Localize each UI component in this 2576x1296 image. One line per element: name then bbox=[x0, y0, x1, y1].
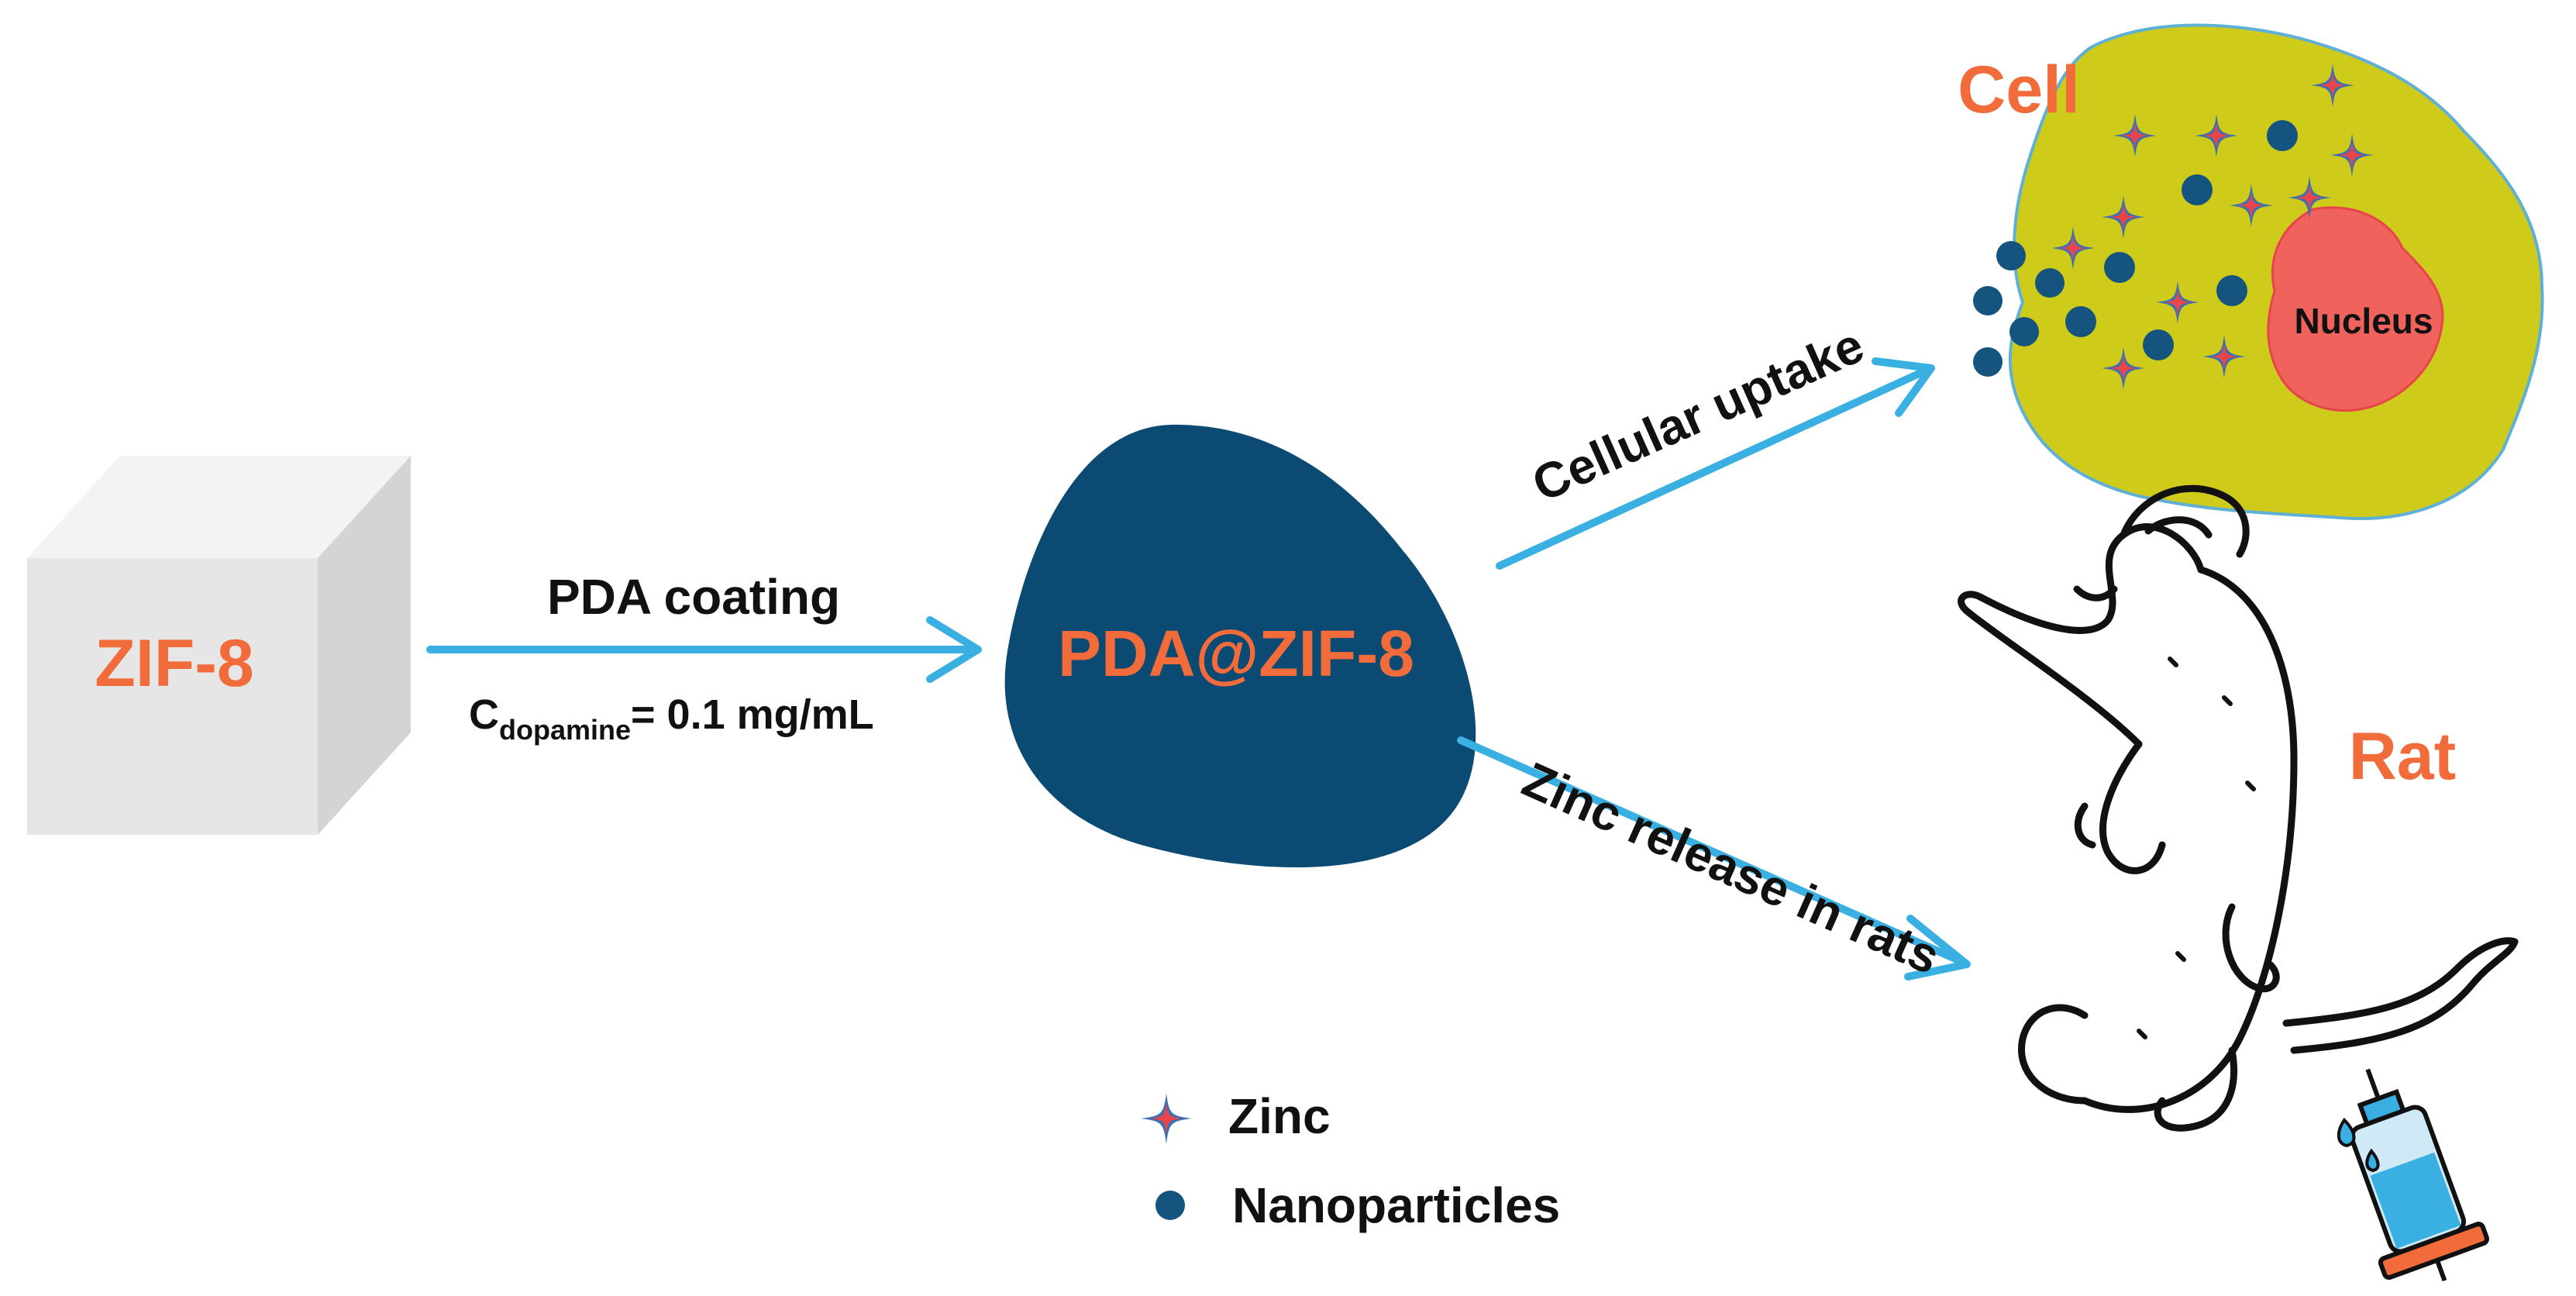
nanoparticle-icon bbox=[2267, 120, 2298, 151]
nucleus bbox=[2267, 206, 2444, 412]
cube-side-face bbox=[318, 456, 411, 835]
incoming-nanoparticles bbox=[1973, 241, 2065, 377]
concentration-symbol: C bbox=[469, 691, 499, 738]
nanoparticle-icon bbox=[2065, 306, 2096, 337]
rat-icon bbox=[1958, 484, 2519, 1132]
legend-zinc-icon bbox=[1141, 1093, 1192, 1144]
nanoparticle-icon bbox=[2035, 268, 2065, 298]
coating-arrow bbox=[426, 616, 982, 683]
nucleus-label: Nucleus bbox=[2295, 301, 2433, 341]
cell-label: Cell bbox=[1958, 53, 2080, 127]
cube-front-face bbox=[27, 558, 318, 835]
pda-zif8-shape bbox=[1004, 424, 1476, 867]
rat-fur-marks bbox=[2137, 657, 2256, 1039]
cell: Nucleus bbox=[2008, 23, 2544, 520]
release-label: Zinc release in rats bbox=[1514, 751, 1947, 985]
legend-nanoparticle-icon bbox=[1155, 1191, 1185, 1220]
nanoparticle-icon bbox=[2143, 329, 2174, 360]
uptake-arrow bbox=[1496, 357, 1935, 570]
nanoparticle-icon bbox=[1973, 347, 2003, 377]
concentration-subscript: dopamine bbox=[499, 714, 631, 746]
concentration-value: = 0.1 mg/mL bbox=[631, 691, 874, 738]
syringe-icon bbox=[2349, 1068, 2489, 1282]
nanoparticle-icon bbox=[1996, 241, 2026, 271]
legend-nanoparticles-label: Nanoparticles bbox=[1232, 1177, 1560, 1233]
nanoparticle-icon bbox=[2216, 275, 2247, 306]
nanoparticle-icon bbox=[2182, 174, 2213, 205]
release-arrow bbox=[1457, 736, 1971, 981]
legend: Zinc Nanoparticles bbox=[1141, 1088, 1560, 1233]
cube-top-face bbox=[27, 456, 411, 558]
uptake-label: Cellular uptake bbox=[1524, 317, 1872, 512]
cell-nanoparticle-markers bbox=[2065, 120, 2298, 360]
zif8-label: ZIF-8 bbox=[95, 626, 253, 701]
rat-label: Rat bbox=[2349, 719, 2457, 794]
pda-zif8-label: PDA@ZIF-8 bbox=[1058, 617, 1414, 690]
nanoparticle-icon bbox=[1973, 286, 2003, 315]
zif8-cube: ZIF-8 bbox=[27, 456, 411, 835]
concentration-label: Cdopamine= 0.1 mg/mL bbox=[469, 691, 874, 746]
legend-zinc-label: Zinc bbox=[1228, 1088, 1331, 1144]
nanoparticle-icon bbox=[2104, 252, 2135, 283]
coating-label: PDA coating bbox=[547, 569, 840, 625]
droplet-icons bbox=[2337, 1117, 2380, 1173]
nanoparticle-icon bbox=[2009, 317, 2039, 346]
